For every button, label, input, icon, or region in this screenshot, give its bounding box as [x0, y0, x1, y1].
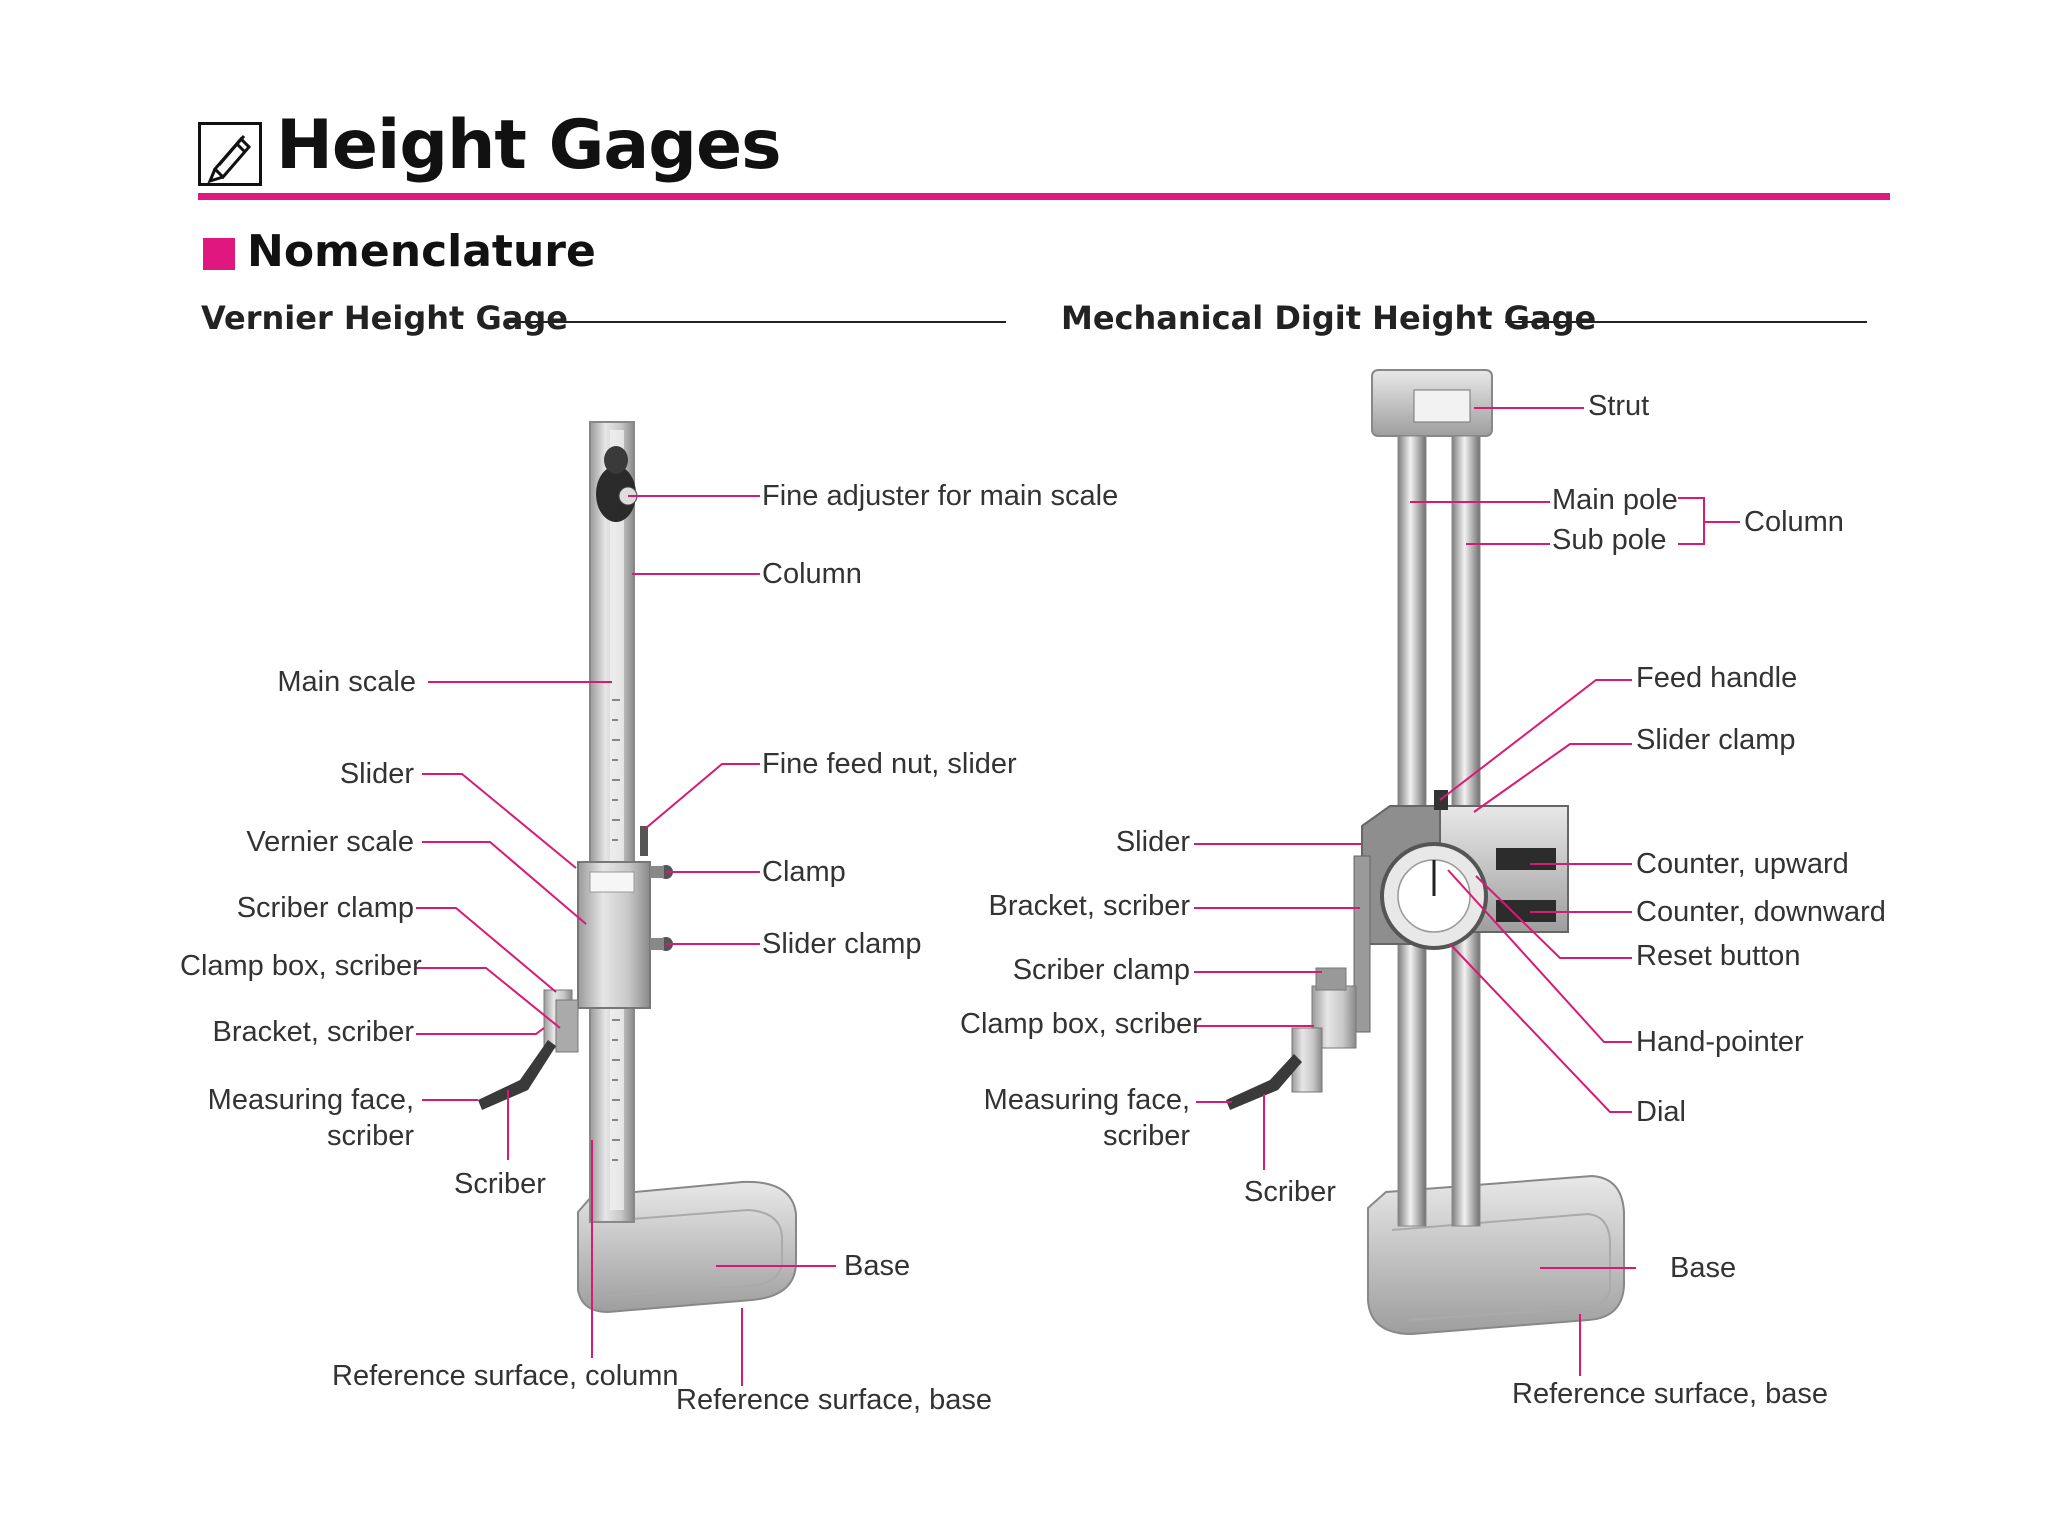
label-fine-adjuster: Fine adjuster for main scale: [762, 480, 1119, 512]
vernier-title: Vernier Height Gage: [201, 299, 568, 337]
label-base: Base: [844, 1250, 911, 1282]
label-main-pole: Main pole: [1552, 484, 1678, 516]
label-scriber: Scriber: [454, 1168, 546, 1200]
label-scriber: Scriber: [1244, 1176, 1336, 1208]
vernier-gage-illustration: [478, 421, 797, 1314]
label-clamp-box: Clamp box, scriber: [180, 950, 422, 982]
label-ref-base: Reference surface, base: [1512, 1378, 1828, 1410]
label-reset-button: Reset button: [1636, 940, 1801, 972]
label-scriber-clamp: Scriber clamp: [236, 892, 414, 924]
vernier-leader-lines: [416, 495, 836, 1386]
label-ref-base: Reference surface, base: [676, 1384, 992, 1416]
label-slider: Slider: [339, 758, 414, 790]
label-slider: Slider: [1115, 826, 1190, 858]
mechanical-leader-lines: [1194, 407, 1740, 1376]
page-title: Height Gages: [276, 106, 782, 185]
label-dial: Dial: [1636, 1096, 1686, 1128]
label-vernier-scale: Vernier scale: [246, 826, 414, 858]
label-column: Column: [762, 558, 862, 590]
label-bracket: Bracket, scriber: [988, 890, 1190, 922]
label-sub-pole: Sub pole: [1552, 524, 1667, 556]
label-scriber-clamp: Scriber clamp: [1012, 954, 1190, 986]
label-slider-clamp: Slider clamp: [1636, 724, 1796, 756]
pencil-icon: [198, 122, 262, 186]
label-main-scale: Main scale: [277, 666, 416, 698]
label-measuring-face-2: scriber: [326, 1120, 414, 1152]
label-hand-pointer: Hand-pointer: [1636, 1026, 1804, 1058]
label-measuring-face-2: scriber: [1102, 1120, 1190, 1152]
label-measuring-face-1: Measuring face,: [983, 1084, 1190, 1116]
mechanical-title-rule: [1505, 321, 1867, 323]
label-strut: Strut: [1588, 390, 1650, 422]
section-marker: [203, 238, 235, 270]
label-counter-down: Counter, downward: [1636, 896, 1886, 928]
label-feed-handle: Feed handle: [1636, 662, 1798, 694]
label-clamp: Clamp: [762, 856, 846, 888]
mechanical-title: Mechanical Digit Height Gage: [1061, 299, 1597, 337]
label-slider-clamp: Slider clamp: [762, 928, 922, 960]
mechanical-gage-illustration: [1226, 369, 1625, 1336]
section-heading: Nomenclature: [247, 226, 596, 277]
label-fine-feed-nut: Fine feed nut, slider: [762, 748, 1017, 780]
label-clamp-box: Clamp box, scriber: [960, 1008, 1202, 1040]
label-ref-column: Reference surface, column: [332, 1360, 679, 1392]
label-column-group: Column: [1744, 506, 1844, 538]
vernier-title-rule: [508, 321, 1006, 323]
label-measuring-face-1: Measuring face,: [207, 1084, 414, 1116]
title-rule: [198, 193, 1890, 200]
label-base: Base: [1670, 1252, 1737, 1284]
label-bracket: Bracket, scriber: [212, 1016, 414, 1048]
label-counter-up: Counter, upward: [1636, 848, 1849, 880]
